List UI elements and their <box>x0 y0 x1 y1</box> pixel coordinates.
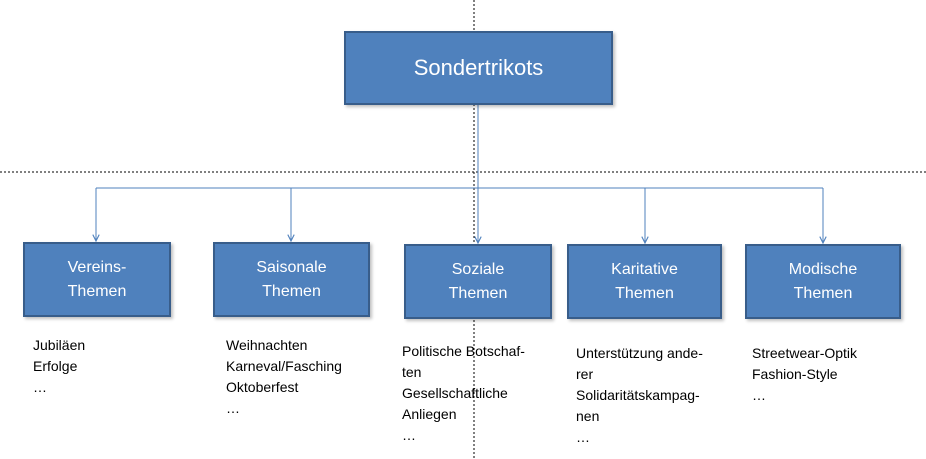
child-node-karitative-themen: Karitative Themen <box>567 244 722 319</box>
list-item: Anliegen <box>402 406 457 422</box>
karitative-themen-item-list: Unterstützung ande- rer Solidaritätskamp… <box>576 343 703 448</box>
list-item: Politische Botschaf- <box>402 343 525 359</box>
child-node-label: Soziale Themen <box>448 260 508 302</box>
child-node-label: Karitative Themen <box>611 260 678 302</box>
list-item: Erfolge <box>33 358 78 374</box>
child-node-saisonale-themen: Saisonale Themen <box>213 242 370 317</box>
list-item: … <box>402 427 416 443</box>
child-node-label: Modische Themen <box>788 260 858 302</box>
list-item: nen <box>576 408 600 424</box>
list-item: Solidaritätskampag- <box>576 387 700 403</box>
child-node-soziale-themen: Soziale Themen <box>404 244 552 319</box>
child-node-modische-themen: Modische Themen <box>745 244 901 319</box>
list-item: … <box>226 400 240 416</box>
list-item: Oktoberfest <box>226 379 299 395</box>
list-item: Fashion-Style <box>752 366 838 382</box>
list-item: … <box>752 387 766 403</box>
root-node-label: Sondertrikots <box>413 55 544 80</box>
child-node-vereins-themen: Vereins- Themen <box>23 242 171 317</box>
soziale-themen-item-list: Politische Botschaf- ten Gesellschaftlic… <box>402 341 525 446</box>
list-item: Gesellschaftliche <box>402 385 508 401</box>
list-item: Weihnachten <box>226 337 308 353</box>
child-node-label: Saisonale Themen <box>256 258 327 300</box>
saisonale-themen-item-list: Weihnachten Karneval/Fasching Oktoberfes… <box>226 335 342 419</box>
vereins-themen-item-list: Jubiläen Erfolge … <box>33 335 85 398</box>
list-item: rer <box>576 366 594 382</box>
list-item: Karneval/Fasching <box>226 358 342 374</box>
list-item: … <box>33 379 47 395</box>
modische-themen-item-list: Streetwear-Optik Fashion-Style … <box>752 343 857 406</box>
child-node-label: Vereins- Themen <box>67 258 127 300</box>
list-item: … <box>576 429 590 445</box>
list-item: Unterstützung ande- <box>576 345 703 361</box>
root-node-sondertrikots: Sondertrikots <box>344 31 613 105</box>
list-item: ten <box>402 364 422 380</box>
list-item: Jubiläen <box>33 337 86 353</box>
list-item: Streetwear-Optik <box>752 345 858 361</box>
